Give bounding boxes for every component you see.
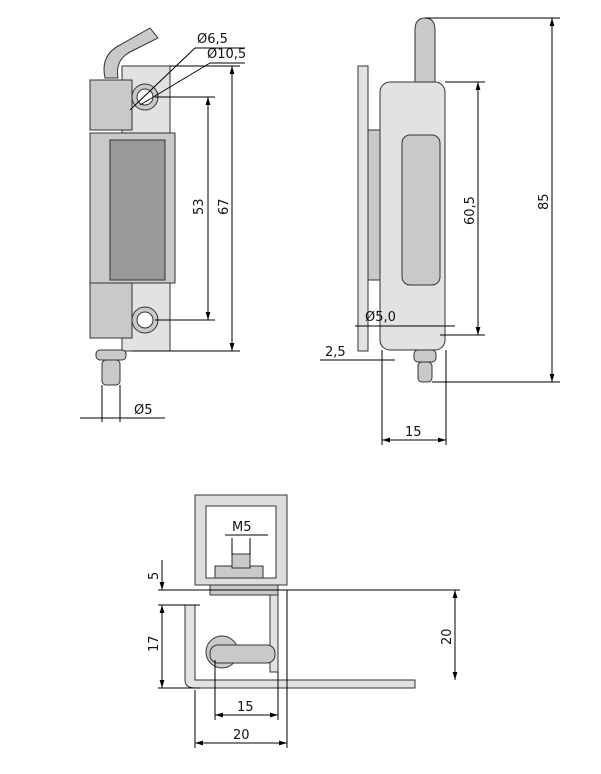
dim-m5: M5 [232,520,252,535]
dim-2-5: 2,5 [325,345,346,360]
dim-20-vertical: 20 [440,628,455,645]
front-view: Ø6,5 Ø10,5 53 67 Ø5 [80,27,246,422]
dim-15: 15 [405,425,422,440]
dim-dia-10-5: Ø10,5 [207,47,246,62]
dim-60-5: 60,5 [463,196,478,225]
dim-dia-5-0: Ø5,0 [365,310,396,325]
dim-20-horizontal: 20 [233,728,250,743]
dim-85: 85 [537,193,552,210]
dim-67: 67 [217,198,232,215]
dim-dia-6-5: Ø6,5 [197,32,228,47]
dim-5: 5 [147,572,162,580]
side-view: 60,5 85 Ø5,0 2,5 15 [320,17,560,445]
bottom-view: M5 5 17 20 15 20 [147,494,460,748]
dim-53: 53 [192,198,207,215]
dim-dia-5: Ø5 [134,403,153,418]
dim-15-bottom: 15 [237,700,254,715]
dim-17: 17 [147,635,162,652]
